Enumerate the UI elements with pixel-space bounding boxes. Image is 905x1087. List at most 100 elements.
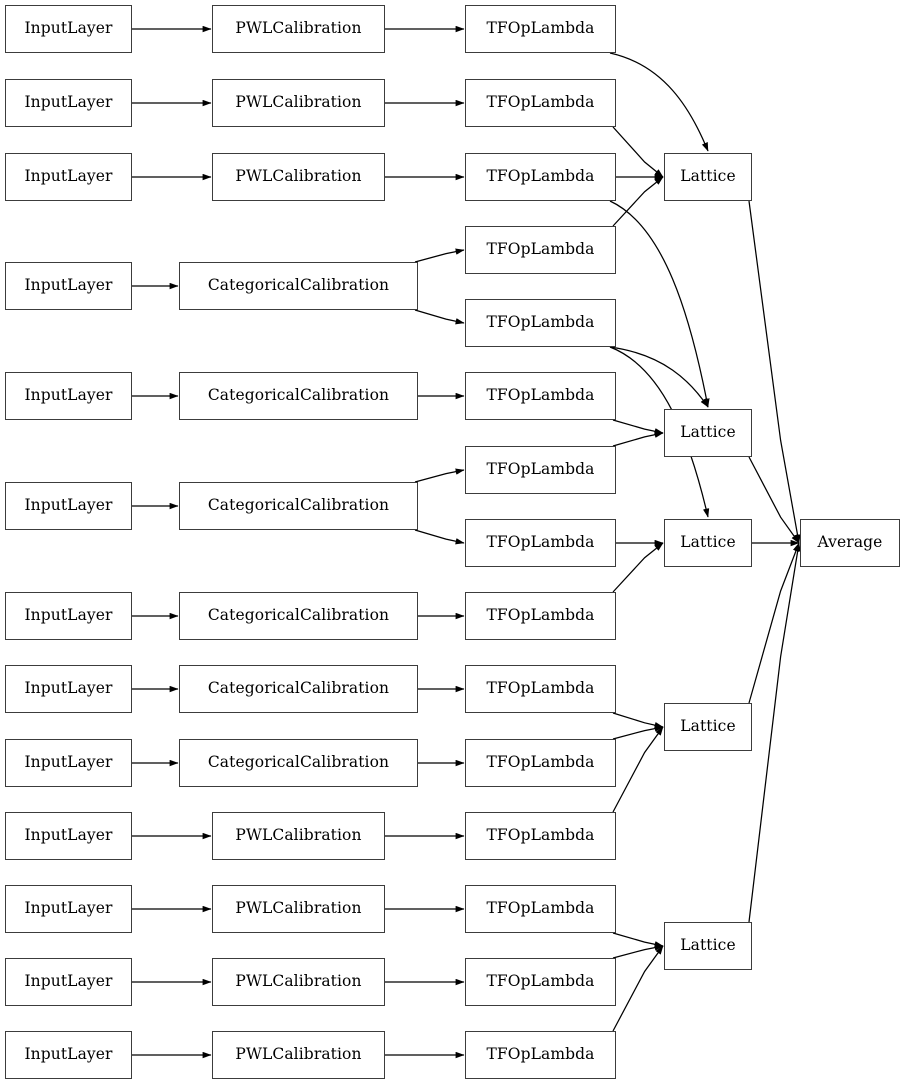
node-pwl-cal10[interactable]: PWLCalibration [212, 812, 385, 860]
node-lambda-lam15[interactable]: TFOpLambda [465, 1031, 616, 1079]
node-label: PWLCalibration [235, 93, 362, 112]
node-input-in7[interactable]: InputLayer [5, 592, 132, 640]
node-lambda-lam7[interactable]: TFOpLambda [465, 446, 616, 494]
node-categorical-cal8[interactable]: CategoricalCalibration [179, 665, 418, 713]
node-label: InputLayer [24, 167, 113, 186]
edge-lam11-to-lat4 [612, 725, 664, 740]
edge-lam5-to-lat2 [609, 346, 709, 408]
edge-lat1-to-avg [748, 200, 801, 544]
node-lambda-lam4[interactable]: TFOpLambda [465, 226, 616, 274]
node-lambda-lam1[interactable]: TFOpLambda [465, 5, 616, 53]
node-label: CategoricalCalibration [207, 496, 390, 515]
node-label: CategoricalCalibration [207, 606, 390, 625]
node-input-in12[interactable]: InputLayer [5, 958, 132, 1006]
edge-lam7-to-lat2 [612, 431, 664, 447]
node-categorical-cal4[interactable]: CategoricalCalibration [179, 262, 418, 310]
node-lambda-lam9[interactable]: TFOpLambda [465, 592, 616, 640]
node-label: Lattice [680, 936, 736, 955]
node-lambda-lam12[interactable]: TFOpLambda [465, 812, 616, 860]
node-label: TFOpLambda [486, 386, 595, 405]
node-label: TFOpLambda [486, 313, 595, 332]
node-lattice-lat3[interactable]: Lattice [664, 519, 752, 567]
node-label: TFOpLambda [486, 826, 595, 845]
node-lattice-lat1[interactable]: Lattice [664, 153, 752, 201]
node-label: TFOpLambda [486, 240, 595, 259]
node-pwl-cal3[interactable]: PWLCalibration [212, 153, 385, 201]
node-input-in5[interactable]: InputLayer [5, 372, 132, 420]
edge-lat4-to-avg [748, 542, 800, 704]
node-categorical-cal6[interactable]: CategoricalCalibration [179, 482, 418, 530]
edge-cal4-to-lam4 [414, 248, 465, 263]
node-label: TFOpLambda [486, 19, 595, 38]
node-label: Lattice [680, 717, 736, 736]
node-input-in1[interactable]: InputLayer [5, 5, 132, 53]
node-input-in8[interactable]: InputLayer [5, 665, 132, 713]
edge-lam4-to-lat1 [612, 176, 664, 227]
node-lambda-lam13[interactable]: TFOpLambda [465, 885, 616, 933]
node-input-in4[interactable]: InputLayer [5, 262, 132, 310]
node-label: InputLayer [24, 679, 113, 698]
edge-lam12-to-lat4 [612, 726, 664, 813]
node-input-in10[interactable]: InputLayer [5, 812, 132, 860]
edge-lam3-to-lat2 [609, 200, 710, 408]
node-label: InputLayer [24, 606, 113, 625]
node-label: CategoricalCalibration [207, 276, 390, 295]
node-label: Lattice [680, 167, 736, 186]
node-lambda-lam5[interactable]: TFOpLambda [465, 299, 616, 347]
node-label: InputLayer [24, 753, 113, 772]
node-label: InputLayer [24, 19, 113, 38]
node-categorical-cal9[interactable]: CategoricalCalibration [179, 739, 418, 787]
node-label: CategoricalCalibration [207, 753, 390, 772]
node-label: TFOpLambda [486, 679, 595, 698]
node-label: InputLayer [24, 972, 113, 991]
node-label: Lattice [680, 423, 736, 442]
node-label: InputLayer [24, 826, 113, 845]
node-lambda-lam10[interactable]: TFOpLambda [465, 665, 616, 713]
node-lattice-lat2[interactable]: Lattice [664, 409, 752, 457]
node-pwl-cal11[interactable]: PWLCalibration [212, 885, 385, 933]
node-categorical-cal5[interactable]: CategoricalCalibration [179, 372, 418, 420]
node-label: CategoricalCalibration [207, 386, 390, 405]
node-label: Lattice [680, 533, 736, 552]
node-lattice-lat5[interactable]: Lattice [664, 922, 752, 970]
node-pwl-cal2[interactable]: PWLCalibration [212, 79, 385, 127]
edge-cal6-to-lam7 [414, 468, 465, 483]
node-lambda-lam6[interactable]: TFOpLambda [465, 372, 616, 420]
node-average-avg[interactable]: Average [800, 519, 900, 567]
node-label: PWLCalibration [235, 826, 362, 845]
node-label: InputLayer [24, 899, 113, 918]
node-lambda-lam14[interactable]: TFOpLambda [465, 958, 616, 1006]
node-pwl-cal1[interactable]: PWLCalibration [212, 5, 385, 53]
node-label: TFOpLambda [486, 533, 595, 552]
edge-lam13-to-lat5 [612, 932, 664, 948]
node-input-in6[interactable]: InputLayer [5, 482, 132, 530]
node-lambda-lam8[interactable]: TFOpLambda [465, 519, 616, 567]
node-input-in13[interactable]: InputLayer [5, 1031, 132, 1079]
node-input-in9[interactable]: InputLayer [5, 739, 132, 787]
node-label: TFOpLambda [486, 460, 595, 479]
node-lambda-lam3[interactable]: TFOpLambda [465, 153, 616, 201]
node-lattice-lat4[interactable]: Lattice [664, 703, 752, 751]
edge-lam9-to-lat3 [612, 542, 664, 593]
node-pwl-cal13[interactable]: PWLCalibration [212, 1031, 385, 1079]
node-lambda-lam11[interactable]: TFOpLambda [465, 739, 616, 787]
node-label: InputLayer [24, 496, 113, 515]
node-label: InputLayer [24, 93, 113, 112]
node-categorical-cal7[interactable]: CategoricalCalibration [179, 592, 418, 640]
node-input-in3[interactable]: InputLayer [5, 153, 132, 201]
node-lambda-lam2[interactable]: TFOpLambda [465, 79, 616, 127]
edge-cal6-to-lam8 [414, 529, 465, 545]
node-label: TFOpLambda [486, 1045, 595, 1064]
node-pwl-cal12[interactable]: PWLCalibration [212, 958, 385, 1006]
node-label: TFOpLambda [486, 93, 595, 112]
node-input-in2[interactable]: InputLayer [5, 79, 132, 127]
node-input-in11[interactable]: InputLayer [5, 885, 132, 933]
node-label: TFOpLambda [486, 606, 595, 625]
node-label: PWLCalibration [235, 899, 362, 918]
node-label: PWLCalibration [235, 972, 362, 991]
node-label: InputLayer [24, 276, 113, 295]
edge-lat2-to-avg [748, 456, 800, 544]
edge-lam14-to-lat5 [612, 944, 664, 959]
